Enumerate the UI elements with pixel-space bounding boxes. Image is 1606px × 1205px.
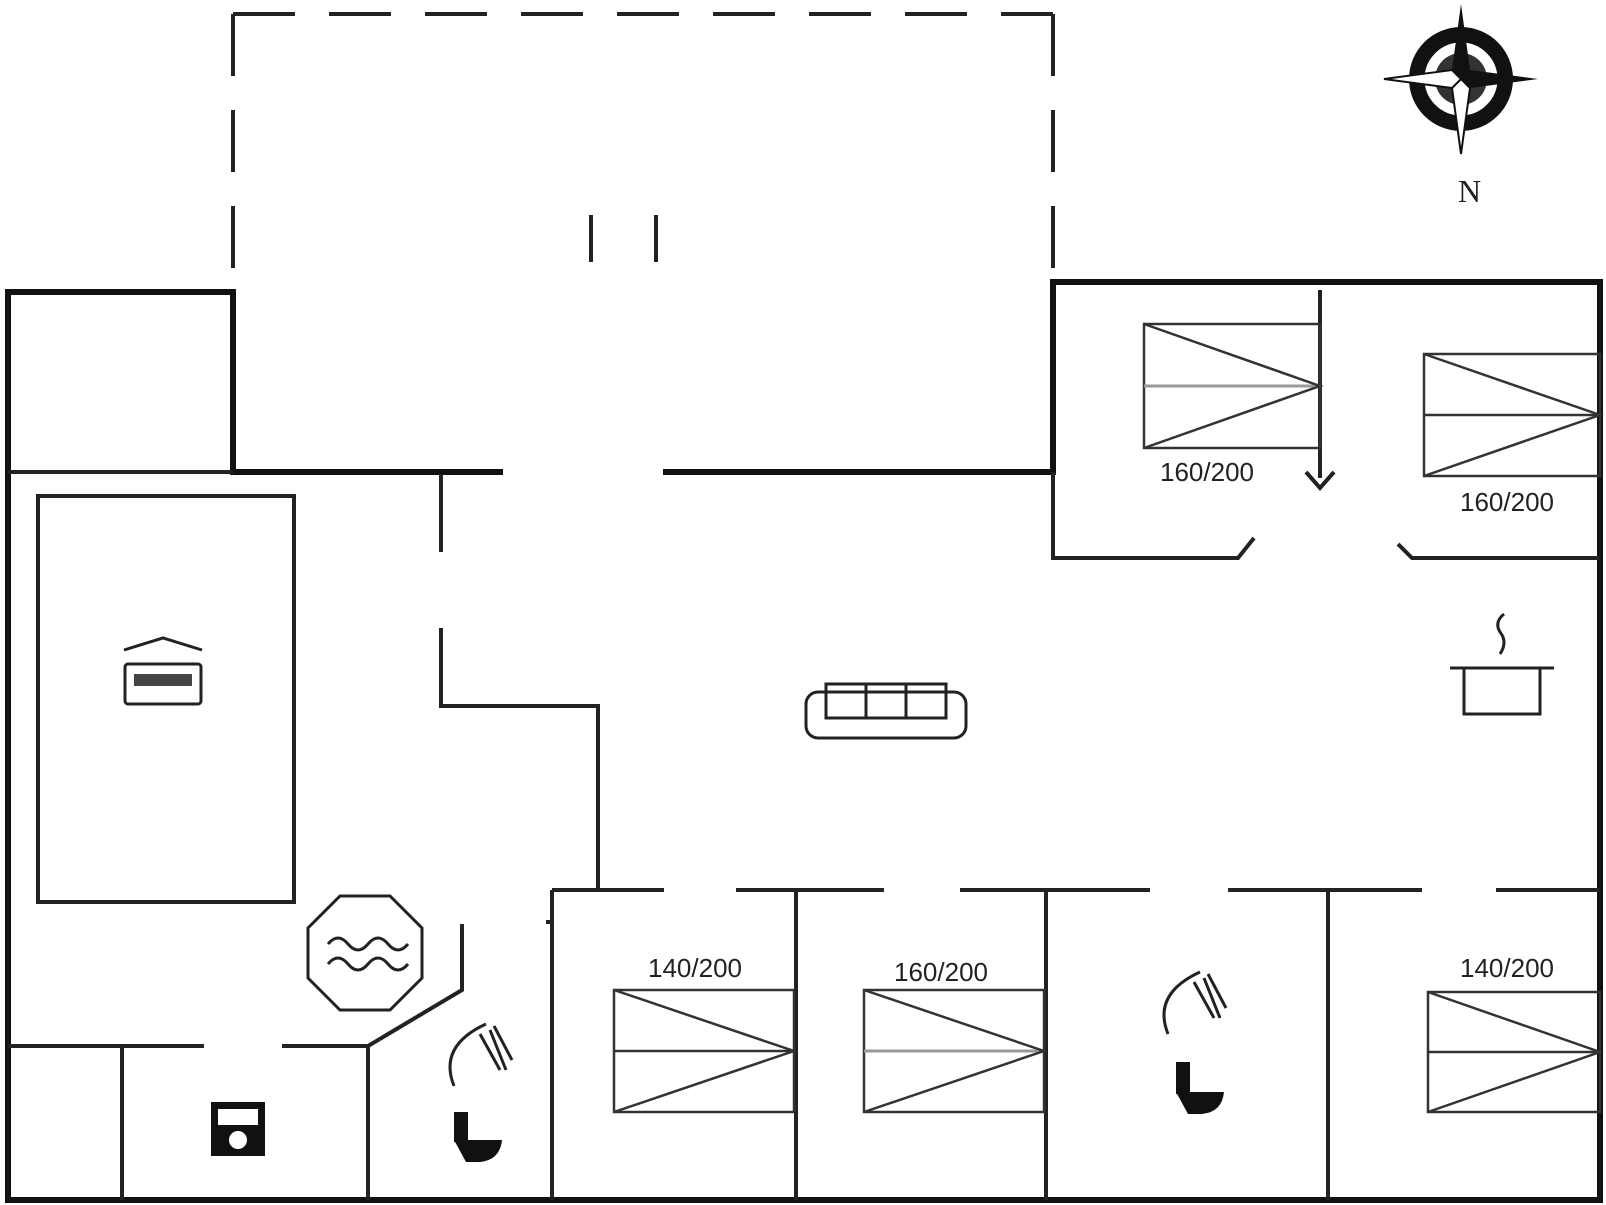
outer-walls [5, 279, 1603, 1203]
bed-top-left [1142, 322, 1324, 450]
sofa-icon [804, 682, 968, 740]
bed-top-right [1422, 352, 1604, 478]
compass-north-label: N [1458, 173, 1481, 209]
toilet-icon [454, 1112, 502, 1162]
bed-bottom-1 [612, 988, 798, 1114]
interior-walls [8, 290, 1600, 1200]
shower-icon [448, 1022, 514, 1087]
cooking-pot-icon [1450, 612, 1554, 716]
bed-size-label: 160/200 [1460, 487, 1554, 517]
sauna-house-icon [123, 636, 203, 706]
bed-size-label: 140/200 [1460, 953, 1554, 983]
sauna-room [36, 494, 296, 904]
terrace-outline [231, 12, 1055, 290]
hot-tub-icon [306, 894, 424, 1012]
bed-size-label: 160/200 [894, 957, 988, 987]
bed-size-label: 140/200 [648, 953, 742, 983]
washing-machine-icon [211, 1102, 265, 1156]
toilet-icon [1176, 1062, 1224, 1114]
shower-icon [1162, 970, 1228, 1035]
bed-bottom-2 [862, 988, 1048, 1114]
bed-size-label: 160/200 [1160, 457, 1254, 487]
bed-bottom-4 [1426, 990, 1604, 1114]
compass-rose-icon [1383, 4, 1538, 155]
